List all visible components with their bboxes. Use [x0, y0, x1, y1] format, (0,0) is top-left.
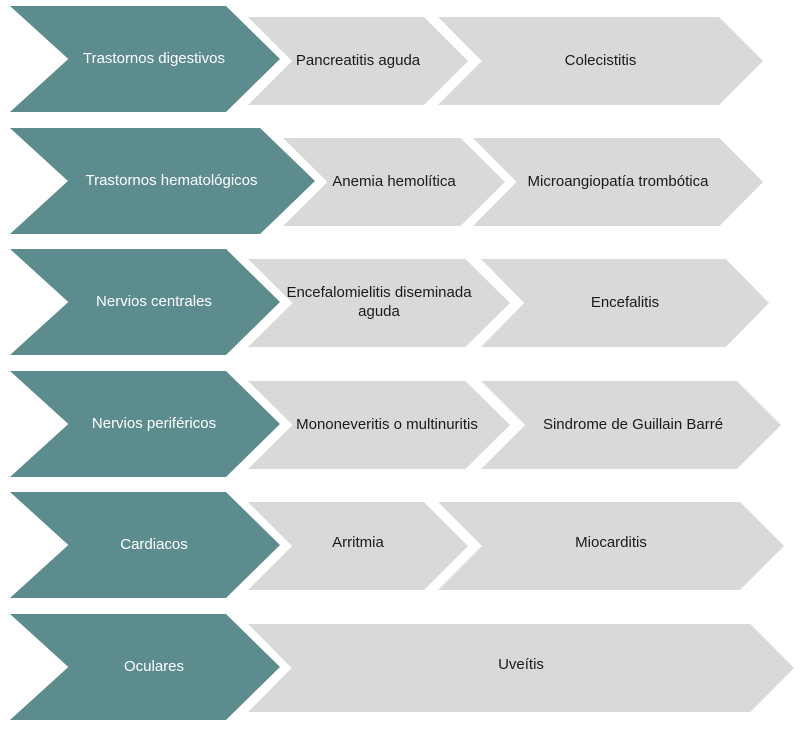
category-chevron-peripheral-nerves: Nervios periféricos [10, 371, 280, 477]
item-label: Arritmia [332, 533, 384, 551]
item-label: Encefalitis [590, 293, 660, 311]
category-label: Trastornos hematológicos [85, 171, 258, 189]
item-label: Microangiopatía trombótica [527, 172, 709, 190]
item-label: Miocarditis [575, 533, 647, 551]
category-chevron-digestive: Trastornos digestivos [10, 6, 280, 112]
category-label: Oculares [123, 657, 185, 675]
category-label: Nervios centrales [96, 292, 212, 310]
category-chevron-cardiac: Cardiacos [10, 492, 280, 598]
category-chevron-ocular: Oculares [10, 614, 280, 720]
item-chevron: Arritmia [248, 502, 468, 590]
item-chevron: Uveítis [248, 624, 794, 712]
item-label: Pancreatitis aguda [295, 51, 421, 69]
category-chevron-central-nerves: Nervios centrales [10, 249, 280, 355]
item-label: Colecistitis [564, 51, 637, 69]
item-label: Anemia hemolítica [332, 172, 456, 190]
category-chevron-hematologic: Trastornos hematológicos [10, 128, 315, 234]
item-label: Uveítis [498, 655, 544, 673]
item-label: Mononeveritis o multinuritis [296, 415, 478, 433]
item-label: Sindrome de Guillain Barré [542, 415, 724, 433]
category-label: Cardiacos [120, 535, 188, 553]
item-chevron: Pancreatitis aguda [248, 17, 468, 105]
item-chevron: Microangiopatía trombótica [473, 138, 763, 226]
item-chevron: Mononeveritis o multinuritis [248, 381, 510, 469]
item-chevron: Encefalitis [481, 259, 769, 347]
item-chevron: Encefalomielitis diseminada aguda [248, 259, 510, 347]
item-chevron: Sindrome de Guillain Barré [481, 381, 781, 469]
category-label: Trastornos digestivos [82, 49, 225, 67]
item-label: Encefalomielitis diseminada aguda [286, 284, 472, 320]
item-chevron: Miocarditis [438, 502, 784, 590]
item-chevron: Anemia hemolítica [283, 138, 505, 226]
item-chevron: Colecistitis [438, 17, 763, 105]
category-label: Nervios periféricos [91, 414, 217, 432]
